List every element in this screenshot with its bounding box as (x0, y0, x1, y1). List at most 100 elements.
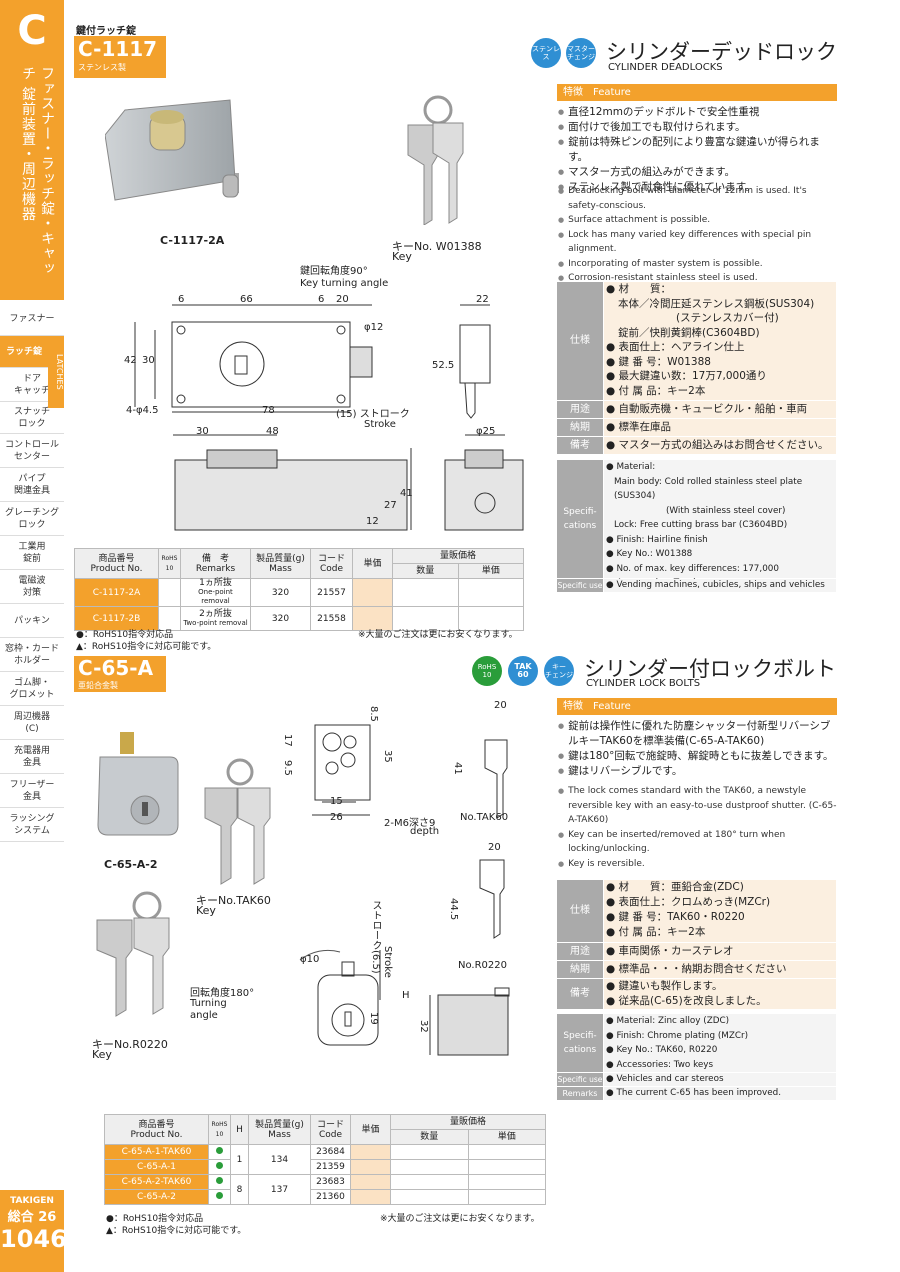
note-bulk: ※大量のご注文は更にお安くなります。 (358, 630, 518, 640)
dim-30b: 30 (196, 426, 209, 437)
bullet-icon: ● (558, 859, 565, 868)
spec-body-2: ● 材 質：亜鉛合金(ZDC)● 表面仕上：クロムめっき(MZCr)● 鍵 番 … (604, 880, 836, 942)
th-qty: 数量 (390, 1129, 469, 1145)
sidebar-item-9[interactable]: パッキン (0, 604, 64, 638)
list-item: ● 鍵 番 号：TAK60・R0220 (606, 911, 745, 923)
dim-angle-2-en2: angle (190, 1010, 218, 1021)
dim-angle-2-en1: Turning (190, 998, 227, 1009)
th-product: 商品番号 (98, 553, 135, 564)
sidebar-item-7[interactable]: 工業用 錠前 (0, 536, 64, 570)
feature-text: Corrosion-resistant stainless steel is u… (568, 273, 758, 283)
key-label: キーNo. W01388 (392, 240, 482, 253)
dim-32: 32 (418, 1020, 429, 1033)
th-rohs: RoHS 10 (208, 1114, 231, 1145)
th-remarks: 備 考 (201, 553, 229, 564)
dim-17: 17 (282, 734, 293, 747)
feature-text: Key can be inserted/removed at 180° turn… (568, 829, 786, 855)
bullet-icon: ● (558, 187, 565, 195)
th-mass-en: Mass (268, 1129, 291, 1140)
bullet-icon: ● (558, 274, 565, 282)
sidebar-header: C ファスナー・ラッチ錠・キャッチ 錠前装置・周辺機器 (0, 0, 64, 300)
dim-52-5: 52.5 (432, 360, 455, 371)
features-en-2: ●The lock comes standard with the TAK60,… (558, 784, 840, 871)
features-en: ●Deadlocking bolt with diameter of 12mm … (558, 184, 838, 286)
category-label: 鍵付ラッチ錠 (76, 26, 136, 37)
cell-h: 8 (230, 1174, 249, 1205)
cell-code: 23684 (310, 1144, 351, 1160)
feature-item: ●The lock comes standard with the TAK60,… (558, 784, 840, 828)
feature-text: 錠前は特殊ピンの配列により豊富な鍵違いが得られます。 (568, 136, 820, 163)
use-body-2: ● 車両関係・カーステレオ (604, 943, 836, 960)
dim-22: 22 (476, 294, 489, 305)
sidebar-item-0[interactable]: ファスナー (0, 302, 64, 336)
th-rohs: RoHS 10 (158, 548, 181, 579)
list-item: ● Material: (606, 462, 656, 472)
product-code: C-1117 (78, 37, 158, 61)
use-body: ● 自動販売機・キュービクル・船舶・車両 (604, 401, 836, 418)
sidebar-item-15[interactable]: ラッシング システム (0, 808, 64, 842)
rohs-badge: RoHS 10 (472, 656, 502, 686)
sidebar-item-2[interactable]: ドア キャッチ (0, 368, 64, 402)
feature-text: 直径12mmのデッドボルトで安全性重視 (568, 106, 760, 118)
dim-12: 12 (366, 516, 379, 527)
feature-item: ●鍵は180°回転で施錠時、解錠時ともに抜差しできます。 (558, 749, 840, 764)
key-photo (398, 95, 478, 226)
list-item: 錠前／快削黄銅棒(C3604BD) (618, 326, 760, 339)
note-bulk-2: ※大量のご注文は更にお安くなります。 (380, 1214, 540, 1224)
th-remarks-en: Remarks (195, 563, 236, 574)
dim-41b: 41 (452, 762, 463, 775)
dim-H: H (402, 990, 410, 1001)
delivery-label: 納期 (557, 419, 603, 436)
cell-remarks: 2ヵ所抜 (199, 608, 232, 619)
product-code-tag: C-1117 ステンレス製 (74, 36, 166, 78)
feature-text: ステンレス製で耐食性に優れています。 (568, 181, 756, 193)
feature-item: ●錠前は特殊ピンの配列により豊富な鍵違いが得られます。 (558, 135, 838, 165)
dim-20a: 20 (494, 700, 507, 711)
sidebar-item-1[interactable]: ラッチ錠 (0, 336, 48, 368)
feature-text: Lock has many varied key differences wit… (568, 229, 812, 255)
sidebar-item-14[interactable]: フリーザー 金具 (0, 774, 64, 808)
sidebar-item-3[interactable]: スナッチ ロック (0, 402, 64, 434)
cell-product: C-65-A-2 (104, 1189, 209, 1205)
feature-label-2: 特徴 (563, 701, 583, 712)
sidebar-item-11[interactable]: ゴム脚・ グロメット (0, 672, 64, 706)
photo-label-2: C-65-A-2 (104, 858, 158, 871)
feature-item: ●マスター方式の組込みができます。 (558, 165, 838, 180)
spec-label: 仕様 (557, 282, 603, 400)
sidebar-item-4[interactable]: コントロール センター (0, 434, 64, 468)
bullet-icon: ● (558, 752, 565, 760)
use-en-label-2: Specific use (557, 1073, 603, 1086)
th-volume: 量販価格 (390, 1114, 546, 1130)
dim-20: 20 (336, 294, 349, 305)
dim-30: 30 (142, 355, 155, 366)
list-item: ● Key No.: W01388 (606, 549, 693, 559)
bullet-icon: ● (558, 108, 565, 116)
spec-en-body: ● Material:Main body: Cold rolled stainl… (604, 460, 836, 588)
deadlock-photo (104, 95, 240, 220)
note-rohs: ●：RoHS10指令対応品 (76, 630, 174, 640)
th-vunit: 単価 (457, 563, 524, 579)
note-rohs-possible-2: ▲：RoHS10指令に対応可能です。 (106, 1226, 247, 1236)
th-mass-en: Mass (269, 563, 292, 574)
use-en-body: ● Vending machines, cubicles, ships and … (604, 579, 836, 592)
dim-8-5: 8.5 (368, 706, 379, 722)
sidebar-item-8[interactable]: 電磁波 対策 (0, 570, 64, 604)
sidebar-item-10[interactable]: 窓枠・カード ホルダー (0, 638, 64, 672)
remarks-label: 備考 (557, 437, 603, 454)
dim-66: 66 (240, 294, 253, 305)
sidebar-item-13[interactable]: 充電器用 金具 (0, 740, 64, 774)
remark-line: ● 鍵違いも製作します。 (606, 980, 723, 992)
page-footer: TAKIGEN 総合 26 1046 (0, 1190, 67, 1272)
feature-text: 面付けで後加工でも取付けられます。 (568, 121, 746, 133)
cell-code: 21360 (310, 1189, 351, 1205)
dim-m6: 2-M6深さ9 (384, 818, 436, 829)
sidebar-item-12[interactable]: 周辺機器 (C) (0, 706, 64, 740)
bullet-icon: ● (558, 123, 565, 131)
sidebar-item-5[interactable]: パイプ 関連金具 (0, 468, 64, 502)
list-item: Lock: Free cutting brass bar (C3604BD) (614, 520, 788, 530)
delivery-body-2: ● 標準品・・・納期お問合せください (604, 961, 836, 978)
feature-item: ●Surface attachment is possible. (558, 213, 838, 228)
dim-stroke: (15) ストローク (336, 409, 410, 420)
sidebar-item-6[interactable]: グレーチング ロック (0, 502, 64, 536)
material-label-2: 亜鉛合金製 (78, 681, 118, 690)
